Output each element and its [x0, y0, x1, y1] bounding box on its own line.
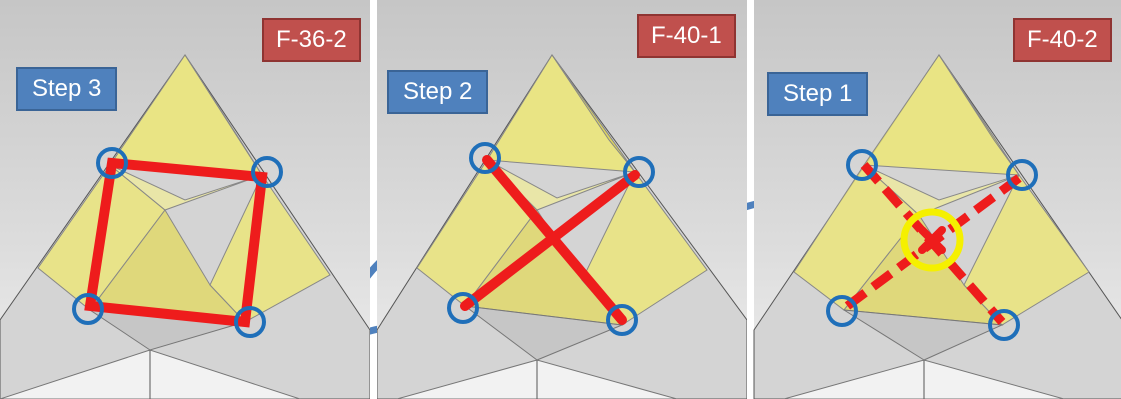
vertex-marker	[72, 293, 104, 325]
panel-step-1: Step 1 F-40-2	[753, 0, 1121, 399]
figure-code-label: F-40-2	[1013, 18, 1112, 62]
vertex-marker	[251, 156, 283, 188]
vertex-marker	[606, 304, 638, 336]
pyramid-scene	[753, 0, 1121, 399]
panel-step-3: Step 3 F-36-2	[0, 0, 370, 399]
vertex-marker	[846, 149, 878, 181]
vertex-marker	[469, 142, 501, 174]
vertex-marker	[234, 306, 266, 338]
pyramid-scene	[377, 0, 747, 399]
vertex-marker	[988, 309, 1020, 341]
vertex-marker	[1006, 159, 1038, 191]
panel-step-2: Step 2 F-40-1	[377, 0, 747, 399]
figure-code-label: F-40-1	[637, 14, 736, 58]
pyramid-scene	[0, 0, 370, 399]
vertex-marker	[96, 147, 128, 179]
step-label: Step 2	[387, 70, 489, 114]
center-marker	[900, 208, 964, 272]
vertex-marker	[623, 156, 655, 188]
step-label: Step 1	[767, 72, 869, 116]
vertex-marker	[447, 292, 479, 324]
vertex-marker	[826, 295, 858, 327]
step-label: Step 3	[16, 67, 118, 111]
figure-code-label: F-36-2	[262, 18, 361, 62]
